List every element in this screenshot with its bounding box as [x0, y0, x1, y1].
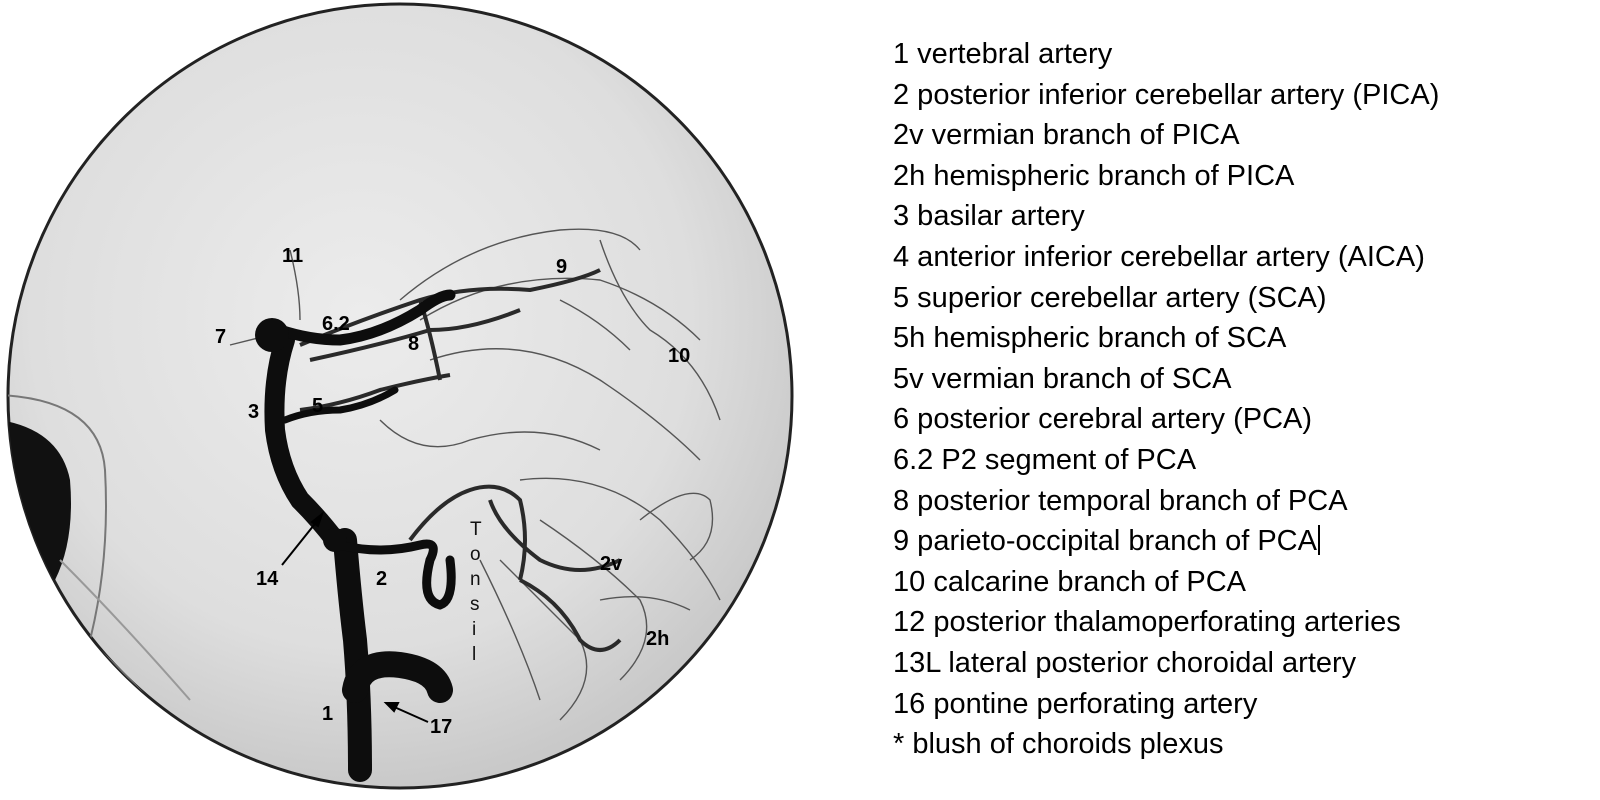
label-11: 11	[282, 245, 303, 267]
label-10: 10	[668, 345, 690, 367]
label-14: 14	[256, 568, 279, 590]
legend-item: 16 pontine perforating artery	[893, 687, 1258, 720]
legend-item: 5h hemispheric branch of SCA	[893, 322, 1287, 355]
legend-item: * blush of choroids plexus	[893, 728, 1224, 761]
label-3: 3	[248, 401, 259, 423]
legend-item-text: 9 parieto-occipital branch of PCA	[893, 525, 1317, 558]
fine-vessels	[229, 228, 721, 721]
label-2v: 2v	[600, 553, 623, 575]
legend-item: 6.2 P2 segment of PCA	[893, 443, 1197, 476]
legend-item: 5 superior cerebellar artery (SCA)	[893, 281, 1327, 314]
legend-item: 8 posterior temporal branch of PCA	[893, 484, 1348, 517]
angiogram-image: 11 9 7 6.2 8 10 3 5 14 2 2v 2h 1 17 T o …	[6, 2, 794, 790]
legend-item: 10 calcarine branch of PCA	[893, 565, 1247, 598]
tonsil-label: T o n s i l	[470, 519, 482, 665]
legend-item: 2v vermian branch of PICA	[893, 119, 1240, 152]
arrow-14	[281, 511, 325, 566]
svg-text:T: T	[470, 519, 482, 540]
legend-item-with-cursor: 9 parieto-occipital branch of PCA	[893, 521, 1439, 562]
svg-text:n: n	[470, 569, 481, 590]
legend-item: 1 vertebral artery	[893, 38, 1113, 70]
label-5: 5	[312, 395, 323, 417]
aneurysm-dome	[255, 318, 289, 352]
label-6-2: 6.2	[322, 313, 350, 335]
text-cursor	[1317, 525, 1320, 556]
label-2h: 2h	[646, 628, 669, 650]
legend-item: 5v vermian branch of SCA	[893, 362, 1232, 395]
legend-item: 2h hemispheric branch of PICA	[893, 159, 1295, 192]
label-1: 1	[322, 703, 333, 725]
svg-text:i: i	[472, 619, 476, 640]
svg-text:l: l	[472, 644, 476, 665]
legend-item: 12 posterior thalamoperforating arteries	[893, 606, 1401, 639]
label-2: 2	[376, 568, 387, 590]
legend-list: 1 vertebral artery 2 posterior inferior …	[893, 34, 1439, 765]
label-7: 7	[215, 326, 226, 348]
legend-item: 4 anterior inferior cerebellar artery (A…	[893, 240, 1425, 273]
label-17: 17	[430, 716, 452, 738]
arrow-17	[383, 702, 429, 723]
legend-item: 13L lateral posterior choroidal artery	[893, 646, 1357, 679]
svg-text:o: o	[470, 544, 481, 565]
label-9: 9	[556, 256, 567, 278]
svg-text:s: s	[470, 594, 480, 615]
legend-item: 6 posterior cerebral artery (PCA)	[893, 403, 1313, 436]
label-8: 8	[408, 333, 419, 355]
legend-item: 2 posterior inferior cerebellar artery (…	[893, 78, 1440, 111]
legend-item: 3 basilar artery	[893, 200, 1085, 233]
